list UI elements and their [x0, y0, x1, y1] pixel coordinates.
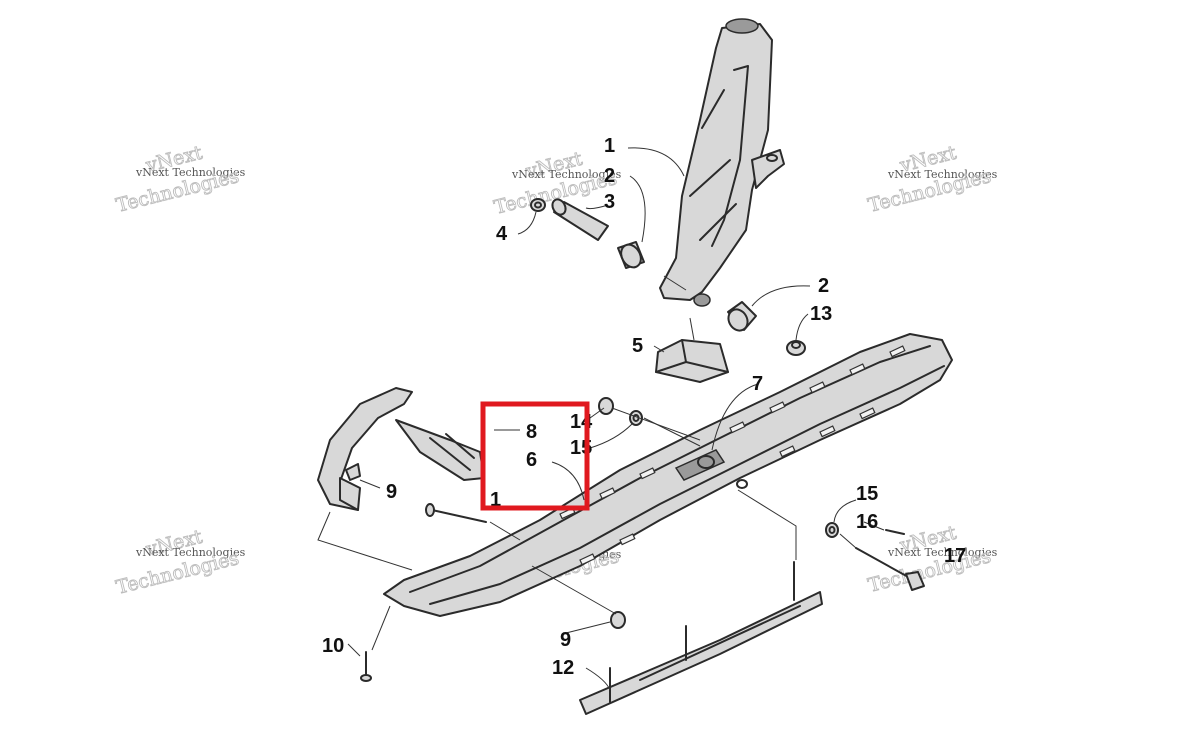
nut-9-lower — [610, 611, 626, 629]
callout-1-top: 1 — [604, 135, 615, 157]
svg-text:vNext Technologies: vNext Technologies — [511, 168, 622, 181]
callout-15-lower: 15 — [856, 483, 878, 505]
screw-10 — [360, 651, 372, 682]
callout-2-right: 2 — [818, 275, 829, 297]
ski-slots — [559, 345, 906, 566]
callout-13: 13 — [810, 303, 832, 325]
callout-4: 4 — [496, 223, 508, 245]
svg-text:vNext Technologies: vNext Technologies — [887, 168, 998, 181]
spacer-tube — [551, 198, 609, 241]
callout-3: 3 — [604, 191, 615, 213]
bushing-lower — [727, 301, 757, 332]
watermark-center-top: vNext vNext Technologies Technologies — [491, 147, 622, 219]
watermark-left-top: vNext vNext Technologies Technologies — [113, 141, 246, 217]
callout-6: 6 — [526, 449, 537, 471]
callout-2-top: 2 — [604, 165, 615, 187]
spindle-part — [659, 18, 785, 307]
svg-text:vNext Technologies: vNext Technologies — [135, 546, 246, 559]
watermark-right-bottom: vNext vNext Technologies Technologies — [865, 521, 998, 597]
watermark-left-bottom: vNext vNext Technologies Technologies — [113, 525, 246, 599]
svg-text:vNext Technologies: vNext Technologies — [135, 166, 246, 179]
callout-9-lower: 9 — [560, 629, 571, 651]
callout-17: 17 — [944, 545, 966, 567]
watermark-right-top: vNext vNext Technologies Technologies — [865, 141, 998, 217]
callout-16: 16 — [856, 511, 878, 533]
callout-5: 5 — [632, 335, 643, 357]
ski-body — [383, 333, 953, 617]
callout-12: 12 — [552, 657, 574, 679]
ski-loop-handle — [317, 387, 485, 511]
leader-lines — [317, 147, 885, 691]
callout-7: 7 — [752, 373, 763, 395]
callout-8: 8 — [526, 421, 537, 443]
washer-14 — [598, 397, 614, 415]
bolt-17 — [855, 547, 925, 591]
callout-10: 10 — [322, 635, 344, 657]
bolt-part-1 — [425, 503, 487, 523]
washer-4 — [530, 198, 546, 212]
nut-13 — [786, 340, 806, 356]
highlight-box — [480, 401, 590, 511]
nut-9-upper — [345, 463, 361, 481]
wear-bar — [579, 561, 823, 715]
ski-saddle — [655, 339, 729, 383]
cotter-pin-16 — [885, 529, 905, 535]
bushing-upper — [617, 241, 645, 269]
callout-14: 14 — [570, 411, 593, 433]
svg-text:vNext Technologies: vNext Technologies — [887, 546, 998, 559]
callout-9-upper: 9 — [386, 481, 397, 503]
washer-15-lower — [825, 522, 839, 538]
callout-1-lower: 1 — [490, 489, 501, 511]
